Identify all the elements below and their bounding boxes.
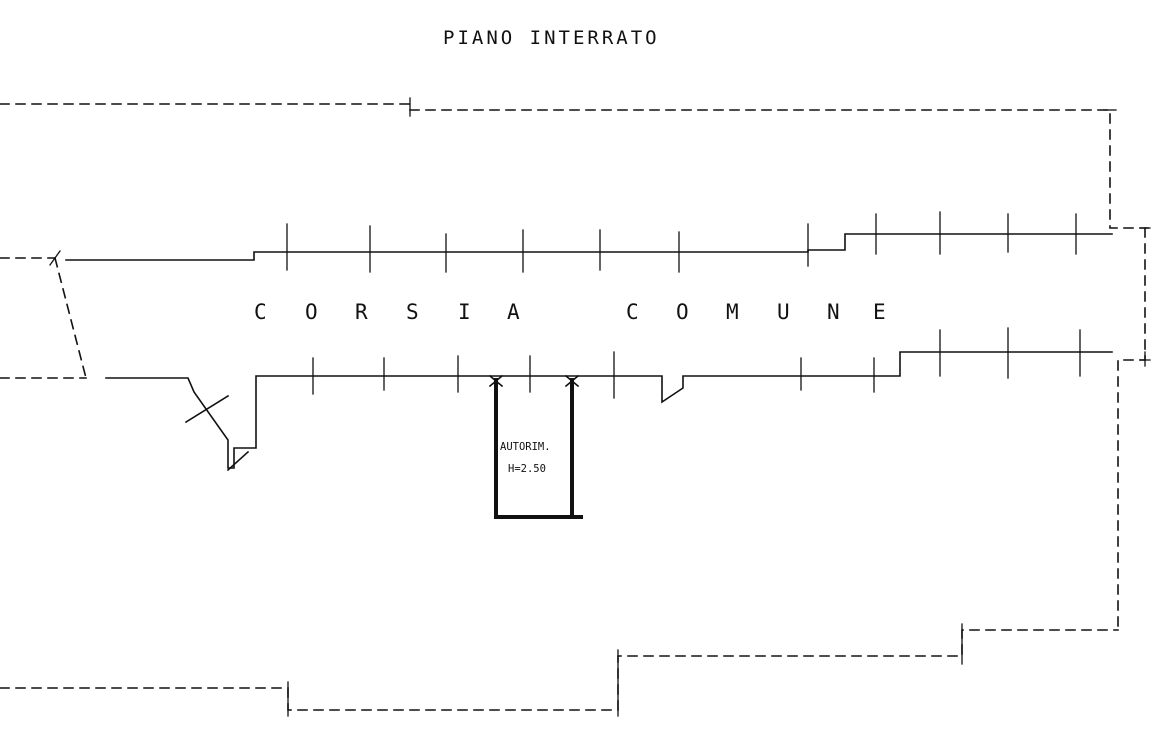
corridor-letter: A	[507, 300, 520, 324]
property-boundary-left	[0, 250, 87, 379]
property-boundary-top	[0, 97, 1149, 229]
corridor-letter: S	[406, 300, 419, 324]
corridor-letter: U	[777, 300, 790, 324]
corridor-label: C O R S I A C O M U N E	[254, 300, 886, 324]
corridor-letter: R	[355, 300, 368, 324]
corridor-letter: I	[458, 300, 471, 324]
plan-title: PIANO INTERRATO	[443, 27, 660, 49]
corridor-upper-wall	[65, 211, 1113, 273]
garage-label: AUTORIM.	[500, 441, 551, 453]
property-boundary-right	[1117, 227, 1151, 631]
corridor-lower-wall	[105, 327, 1113, 472]
corridor-letter: N	[827, 300, 840, 324]
corridor-letter: O	[305, 300, 318, 324]
corridor-letter: C	[626, 300, 639, 324]
corridor-letter: E	[873, 300, 886, 324]
garage-height-label: H=2.50	[508, 463, 546, 475]
corridor-letter: O	[676, 300, 689, 324]
corridor-letter: M	[726, 300, 739, 324]
corridor-letter: C	[254, 300, 267, 324]
garage-unit: AUTORIM. H=2.50	[488, 374, 583, 519]
property-boundary-bottom	[0, 623, 1119, 717]
